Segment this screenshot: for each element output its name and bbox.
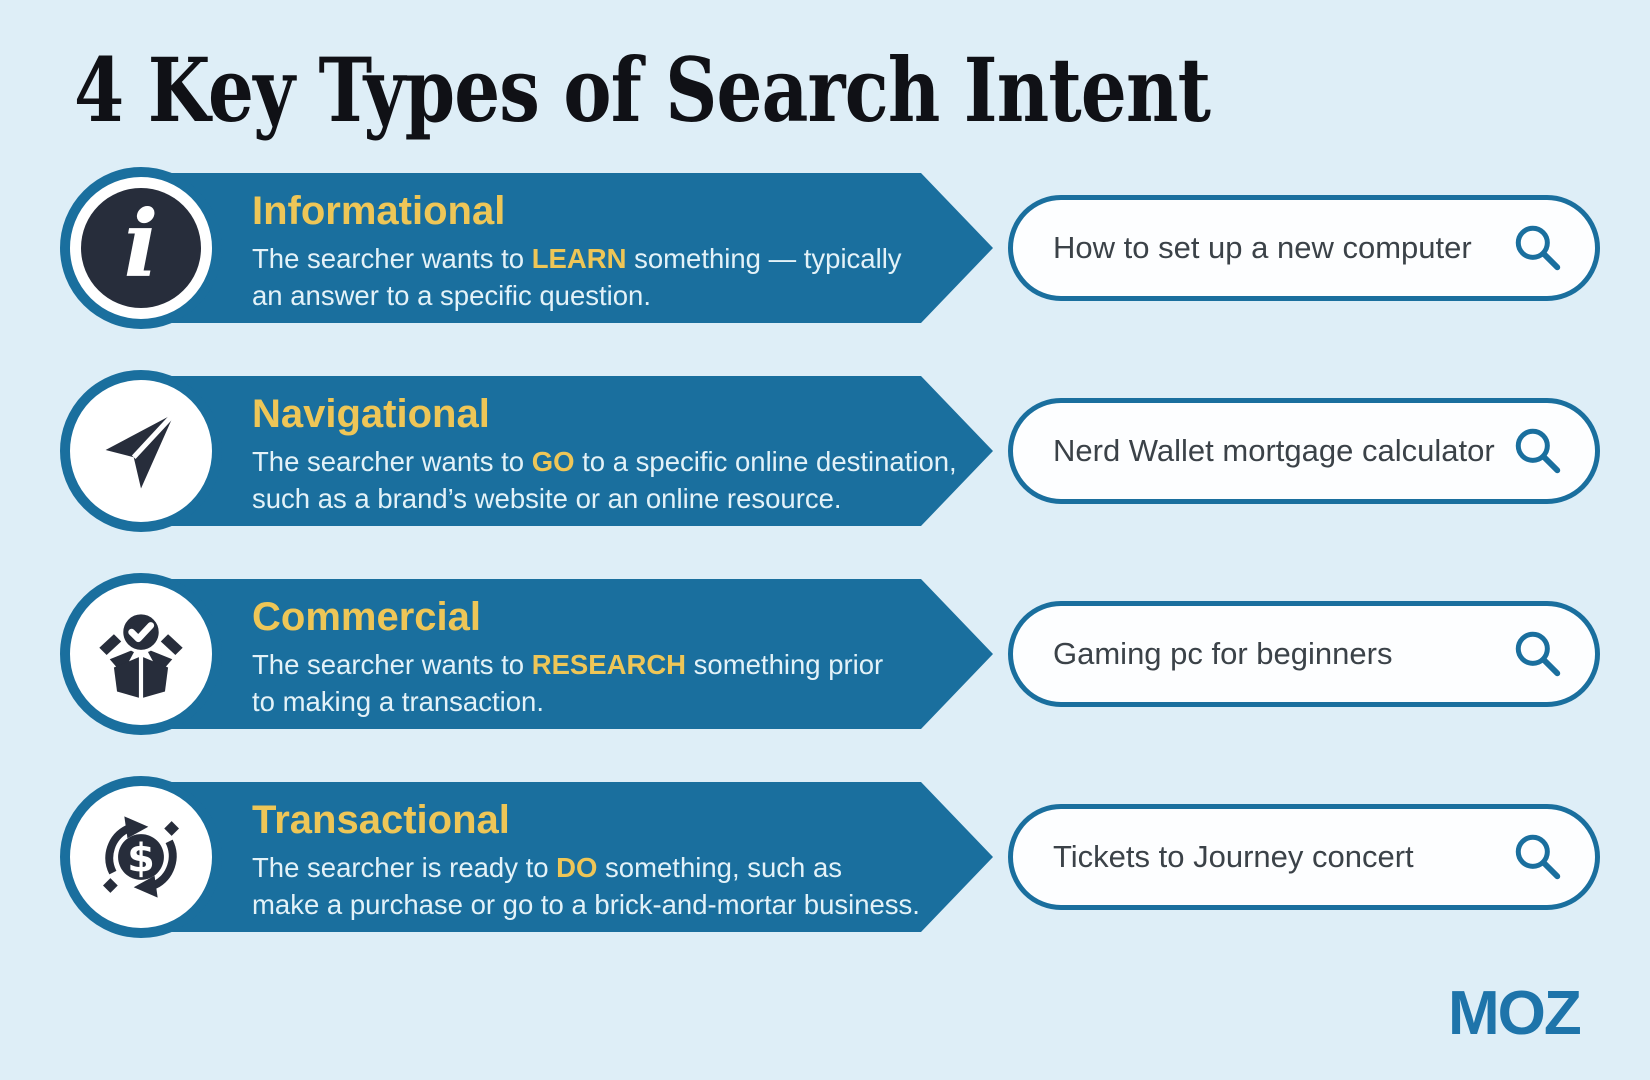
navigation-arrow-glyph [105, 411, 177, 489]
search-example-pill[interactable]: Nerd Wallet mortgage calculator [1008, 398, 1600, 504]
search-query-text: Tickets to Journey concert [1053, 839, 1414, 874]
desc-text: something — typically [626, 243, 902, 274]
intent-description: The searcher is ready to DO something, s… [252, 849, 903, 923]
desc-text: The searcher wants to [252, 243, 532, 274]
svg-text:$: $ [127, 836, 155, 882]
search-icon [1515, 225, 1561, 271]
info-glyph: i [123, 190, 159, 298]
desc-keyword: LEARN [531, 243, 627, 274]
search-icon [1515, 631, 1561, 677]
desc-keyword: RESEARCH [531, 649, 687, 680]
desc-text: such as a brand’s website or an online r… [252, 483, 842, 514]
intent-row-navigational: Navigational The searcher wants to GO to… [0, 370, 1650, 532]
desc-text: an answer to a specific question. [252, 280, 651, 311]
intent-row-transactional: Transactional The searcher is ready to D… [0, 776, 1650, 938]
intent-banner: Navigational The searcher wants to GO to… [140, 376, 993, 526]
intent-title: Commercial [252, 595, 481, 639]
page-title: 4 Key Types of Search Intent [74, 38, 1211, 142]
dollar-cycle-icon: $ [60, 776, 222, 938]
intent-row-informational: Informational The searcher wants to LEAR… [0, 167, 1650, 329]
search-icon [1515, 428, 1561, 474]
desc-keyword: DO [556, 852, 598, 883]
search-example-pill[interactable]: Gaming pc for beginners [1008, 601, 1600, 707]
search-icon [1515, 834, 1561, 880]
info-icon-disc: i [81, 188, 201, 308]
intent-description: The searcher wants to LEARN something — … [252, 240, 903, 314]
intent-description: The searcher wants to GO to a specific o… [252, 443, 903, 517]
intent-title: Navigational [252, 392, 490, 436]
search-query-text: How to set up a new computer [1053, 230, 1472, 265]
navigation-arrow-icon [60, 370, 222, 532]
info-icon: i [60, 167, 222, 329]
intent-description: The searcher wants to RESEARCH something… [252, 646, 903, 720]
intent-row-commercial: Commercial The searcher wants to RESEARC… [0, 573, 1650, 735]
desc-text: The searcher wants to [252, 446, 532, 477]
desc-text: The searcher wants to [252, 649, 532, 680]
desc-text: to making a transaction. [252, 686, 544, 717]
intent-banner: Commercial The searcher wants to RESEARC… [140, 579, 993, 729]
desc-text: something, such as [597, 852, 842, 883]
search-query-text: Gaming pc for beginners [1053, 636, 1393, 671]
desc-keyword: GO [531, 446, 575, 477]
desc-text: The searcher is ready to [252, 852, 557, 883]
desc-text: to a specific online destination, [574, 446, 957, 477]
desc-text: something prior [686, 649, 884, 680]
search-query-text: Nerd Wallet mortgage calculator [1053, 433, 1495, 468]
box-check-icon [60, 573, 222, 735]
desc-text: make a purchase or go to a brick-and-mor… [252, 889, 920, 920]
intent-title: Transactional [252, 798, 510, 842]
dollar-cycle-glyph: $ [103, 816, 179, 898]
intent-title: Informational [252, 189, 506, 233]
intent-banner: Informational The searcher wants to LEAR… [140, 173, 993, 323]
moz-logo: MOZ [1448, 979, 1582, 1048]
search-example-pill[interactable]: Tickets to Journey concert [1008, 804, 1600, 910]
intent-banner: Transactional The searcher is ready to D… [140, 782, 993, 932]
box-check-glyph [99, 611, 183, 698]
search-example-pill[interactable]: How to set up a new computer [1008, 195, 1600, 301]
